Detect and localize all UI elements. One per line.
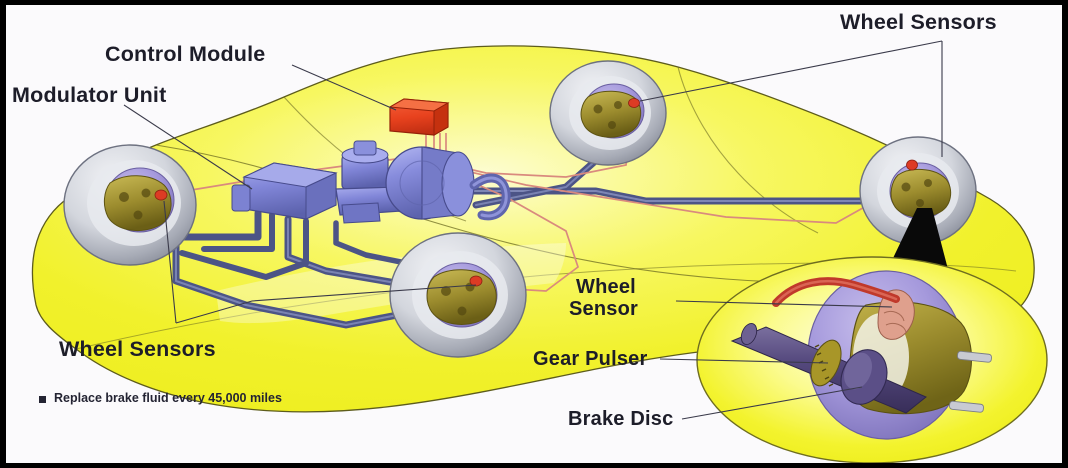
leader-wheel-sensor-rl bbox=[175, 284, 477, 324]
wheel-front-left bbox=[63, 144, 197, 266]
pedal-linkage-hl bbox=[472, 176, 508, 218]
mounting-stud bbox=[957, 350, 992, 363]
wheel-sensor-rear-left bbox=[469, 275, 483, 287]
hub-bolt bbox=[119, 192, 129, 202]
detail-inset bbox=[696, 256, 1048, 463]
leader-inset-brake-disc bbox=[681, 386, 863, 420]
modulator-reservoir bbox=[231, 184, 251, 212]
leader-wheel-sensor-fr bbox=[639, 40, 943, 102]
inset-wheel-sensor-body bbox=[877, 289, 915, 340]
brake-line-leg-d bbox=[179, 218, 309, 280]
caliper-rear-right bbox=[890, 169, 952, 218]
caliper-rear-left bbox=[426, 269, 497, 325]
pulser-tooth bbox=[816, 352, 822, 356]
hub-bolt bbox=[614, 101, 622, 109]
note-replace-brake-fluid: Replace brake fluid every 45,000 miles bbox=[54, 391, 282, 405]
wheel-sensor-front-left bbox=[154, 189, 168, 201]
inset-axle-end bbox=[740, 323, 758, 345]
diagram-canvas: Control Module Modulator Unit Wheel Sens… bbox=[6, 5, 1062, 463]
hub-bolt bbox=[916, 199, 924, 207]
hub-bolt bbox=[457, 306, 467, 316]
hub-bolt bbox=[593, 104, 603, 114]
pulser-tooth bbox=[821, 368, 827, 372]
sensor-detail bbox=[883, 310, 905, 322]
pulser-tooth bbox=[814, 344, 820, 348]
car-c-pillar bbox=[677, 66, 819, 234]
inset-bearing-inner bbox=[844, 352, 872, 390]
wheel-sensor-rear-right bbox=[906, 159, 918, 171]
wheel-rear-left bbox=[389, 232, 527, 358]
label-gear-pulser: Gear Pulser bbox=[533, 348, 648, 370]
hydraulic-assembly bbox=[231, 140, 511, 224]
leader-wheel-sensor-fl bbox=[163, 200, 177, 324]
brake-line-leg-e bbox=[333, 220, 409, 266]
brake-booster-rear bbox=[441, 151, 475, 217]
leader-inset-wheel-sensor bbox=[675, 300, 893, 308]
hub-bolt bbox=[924, 179, 932, 187]
hub-bolt bbox=[608, 121, 616, 129]
sensor-detail bbox=[885, 322, 907, 333]
hub-bolt bbox=[141, 188, 151, 198]
booster-ring bbox=[399, 160, 445, 206]
wheel-sensor-front-right bbox=[628, 98, 640, 108]
label-wheel-sensor-inset-line1: Wheel bbox=[576, 276, 636, 298]
inset-sensor-wire-hl bbox=[774, 279, 898, 305]
proportioning-valve bbox=[341, 202, 381, 224]
label-wheel-sensors-top: Wheel Sensors bbox=[840, 10, 997, 34]
label-modulator-unit: Modulator Unit bbox=[12, 83, 167, 107]
caliper-front-left bbox=[103, 175, 172, 232]
label-brake-disc: Brake Disc bbox=[568, 408, 674, 430]
brake-line-bottom-wheel-hl bbox=[175, 236, 419, 326]
caliper-front-right bbox=[580, 90, 642, 138]
inset-mounting-studs bbox=[949, 350, 992, 413]
wheel-front-right bbox=[549, 60, 667, 166]
label-control-module: Control Module bbox=[105, 42, 266, 66]
brake-line-leg-b bbox=[201, 212, 275, 252]
mounting-stud bbox=[949, 400, 984, 413]
modulator-unit-side bbox=[305, 172, 337, 220]
label-wheel-sensors-bottom: Wheel Sensors bbox=[59, 337, 216, 361]
hub-bolt bbox=[133, 210, 143, 220]
reservoir-cap bbox=[353, 140, 377, 156]
leader-control-module bbox=[291, 64, 397, 111]
pulser-tooth bbox=[828, 383, 834, 387]
control-module-unit bbox=[388, 98, 450, 136]
leader-inset-gear-pulser bbox=[659, 358, 829, 364]
control-module-side bbox=[433, 102, 449, 136]
wheel-rear-right bbox=[859, 136, 977, 246]
hub-bolt bbox=[441, 286, 451, 296]
abs-diagram-illustration bbox=[31, 40, 1048, 463]
hub-bolt bbox=[901, 182, 911, 192]
label-wheel-sensor-inset-line2: Sensor bbox=[569, 298, 639, 320]
leader-modulator-unit bbox=[123, 104, 253, 190]
pulser-tooth bbox=[824, 376, 830, 380]
note-square-bullet bbox=[39, 396, 46, 403]
leader-lines bbox=[123, 40, 943, 420]
